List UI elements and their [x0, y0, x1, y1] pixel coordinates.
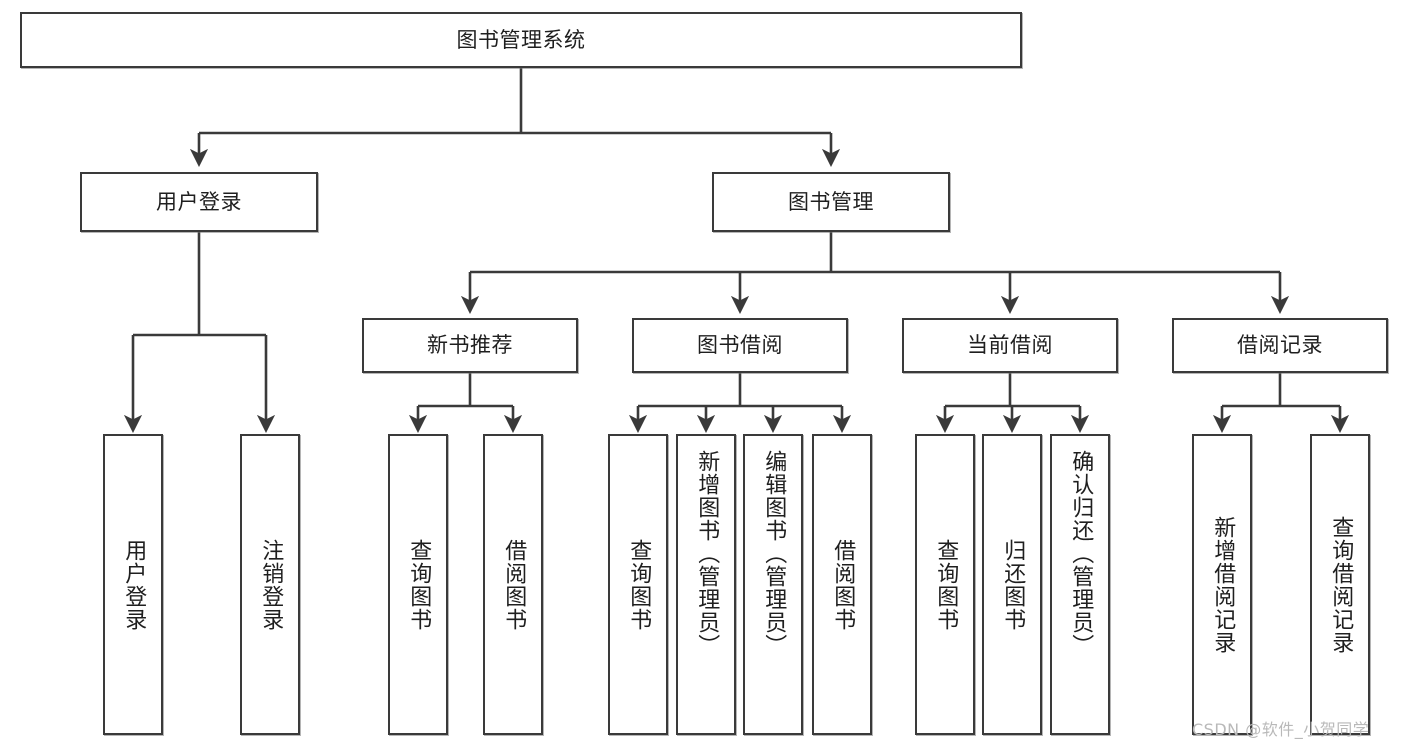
node-book-borrow-label: 图书借阅: [697, 333, 783, 358]
node-book-borrow[interactable]: 图书借阅: [632, 318, 848, 373]
leaf-add-record[interactable]: 新增借阅记录: [1192, 434, 1252, 735]
leaf-user-login[interactable]: 用户登录: [103, 434, 163, 735]
leaf-borrow-book-2-label: 借阅图书: [830, 538, 856, 631]
leaf-query-book-1[interactable]: 查询图书: [388, 434, 448, 735]
node-book-manage-label: 图书管理: [788, 189, 874, 214]
node-root[interactable]: 图书管理系统: [20, 12, 1022, 68]
leaf-query-book-3-label: 查询图书: [933, 538, 959, 631]
leaf-query-record[interactable]: 查询借阅记录: [1310, 434, 1370, 735]
node-borrow-record[interactable]: 借阅记录: [1172, 318, 1388, 373]
node-book-manage[interactable]: 图书管理: [712, 172, 950, 232]
leaf-return-book[interactable]: 归还图书: [982, 434, 1042, 735]
node-current-borrow[interactable]: 当前借阅: [902, 318, 1118, 373]
leaf-borrow-book-2[interactable]: 借阅图书: [812, 434, 872, 735]
node-root-label: 图书管理系统: [456, 27, 586, 52]
leaf-user-login-label: 用户登录: [121, 538, 147, 631]
leaf-query-record-label: 查询借阅记录: [1328, 515, 1354, 654]
leaf-add-book[interactable]: 新增图书（管理员）: [676, 434, 736, 735]
leaf-query-book-1-label: 查询图书: [406, 538, 432, 631]
leaf-borrow-book-1-label: 借阅图书: [501, 538, 527, 631]
node-new-book-recommend-label: 新书推荐: [427, 333, 513, 358]
leaf-borrow-book-1[interactable]: 借阅图书: [483, 434, 543, 735]
node-new-book-recommend[interactable]: 新书推荐: [362, 318, 578, 373]
leaf-user-logout-label: 注销登录: [258, 538, 284, 631]
csdn-watermark: CSDN @软件_小贺同学: [1192, 720, 1370, 739]
leaf-confirm-return-label: 确认归还（管理员）: [1068, 450, 1094, 657]
leaf-add-book-label: 新增图书（管理员）: [694, 450, 720, 657]
node-user-login[interactable]: 用户登录: [80, 172, 318, 232]
node-borrow-record-label: 借阅记录: [1237, 333, 1323, 358]
leaf-confirm-return[interactable]: 确认归还（管理员）: [1050, 434, 1110, 735]
node-user-login-label: 用户登录: [156, 189, 242, 214]
leaf-query-book-2[interactable]: 查询图书: [608, 434, 668, 735]
leaf-user-logout[interactable]: 注销登录: [240, 434, 300, 735]
leaf-return-book-label: 归还图书: [1000, 538, 1026, 631]
leaf-edit-book[interactable]: 编辑图书（管理员）: [743, 434, 803, 735]
leaf-query-book-2-label: 查询图书: [626, 538, 652, 631]
leaf-add-record-label: 新增借阅记录: [1210, 515, 1236, 654]
leaf-query-book-3[interactable]: 查询图书: [915, 434, 975, 735]
node-current-borrow-label: 当前借阅: [967, 333, 1053, 358]
leaf-edit-book-label: 编辑图书（管理员）: [761, 450, 787, 657]
